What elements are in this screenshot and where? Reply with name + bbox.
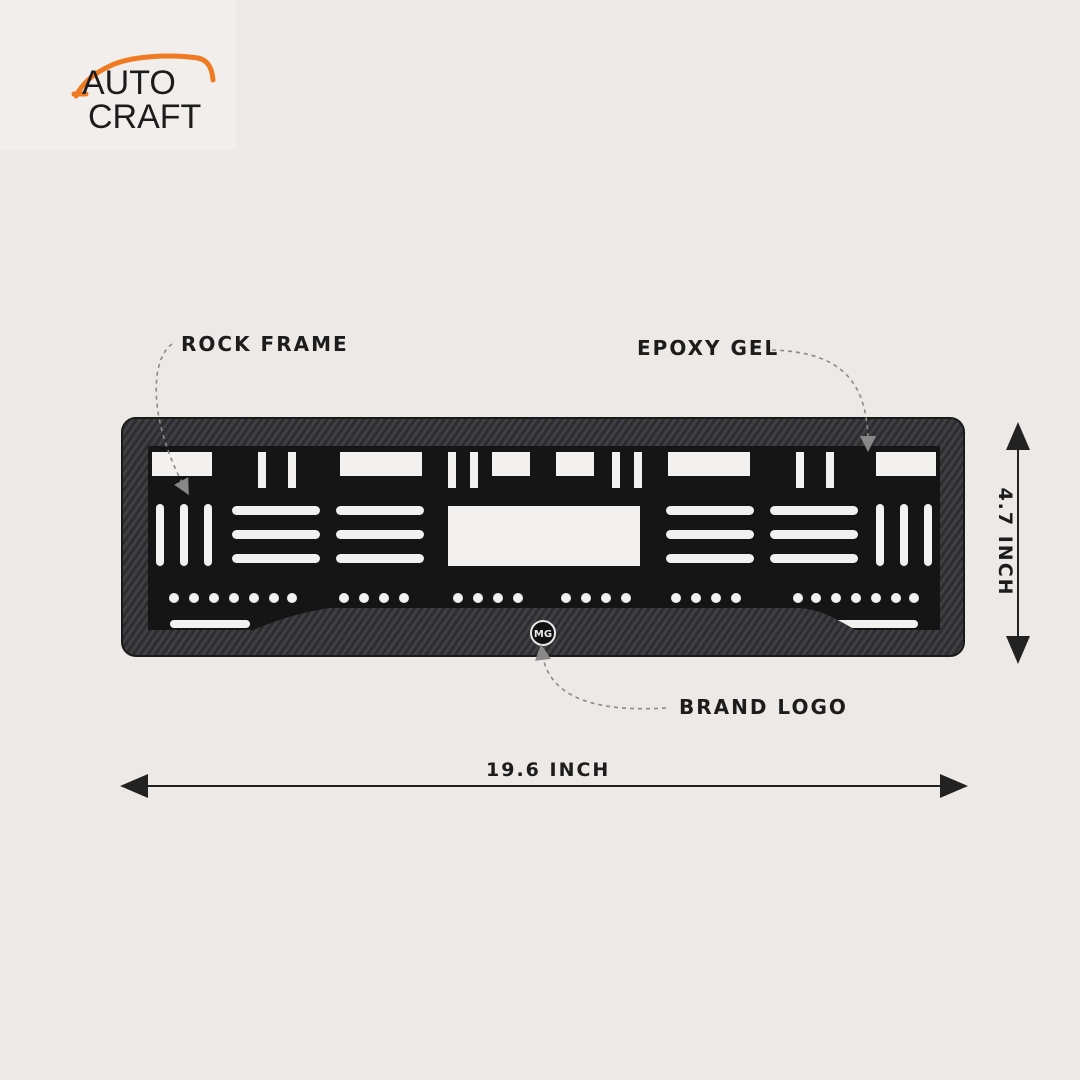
epoxy-gel-label: EPOXY GEL: [637, 336, 780, 360]
width-dimension-label: 19.6 INCH: [486, 759, 611, 781]
mg-emblem: MG: [530, 620, 556, 646]
top-row-cutouts: [152, 452, 936, 488]
brand-line2: CRAFT: [88, 98, 201, 132]
brand-logo-callout-line: [535, 644, 667, 710]
middle-row-cutouts: [156, 504, 932, 566]
brand-line1: AUTO: [82, 64, 176, 102]
brand-logo-label: BRAND LOGO: [679, 695, 848, 719]
mg-emblem-text: MG: [534, 629, 552, 640]
dot-row-cutouts: [169, 593, 919, 603]
height-dimension-label: 4.7 INCH: [994, 487, 1016, 597]
rock-frame-label: ROCK FRAME: [181, 332, 349, 356]
car-silhouette-icon: AUTO CRAFT: [71, 53, 216, 132]
rock-frame-callout-line: [155, 343, 189, 496]
bottom-slot-right: [828, 620, 918, 628]
brand-logo-panel: AUTO CRAFT: [0, 0, 236, 150]
bottom-slot-left: [170, 620, 250, 628]
